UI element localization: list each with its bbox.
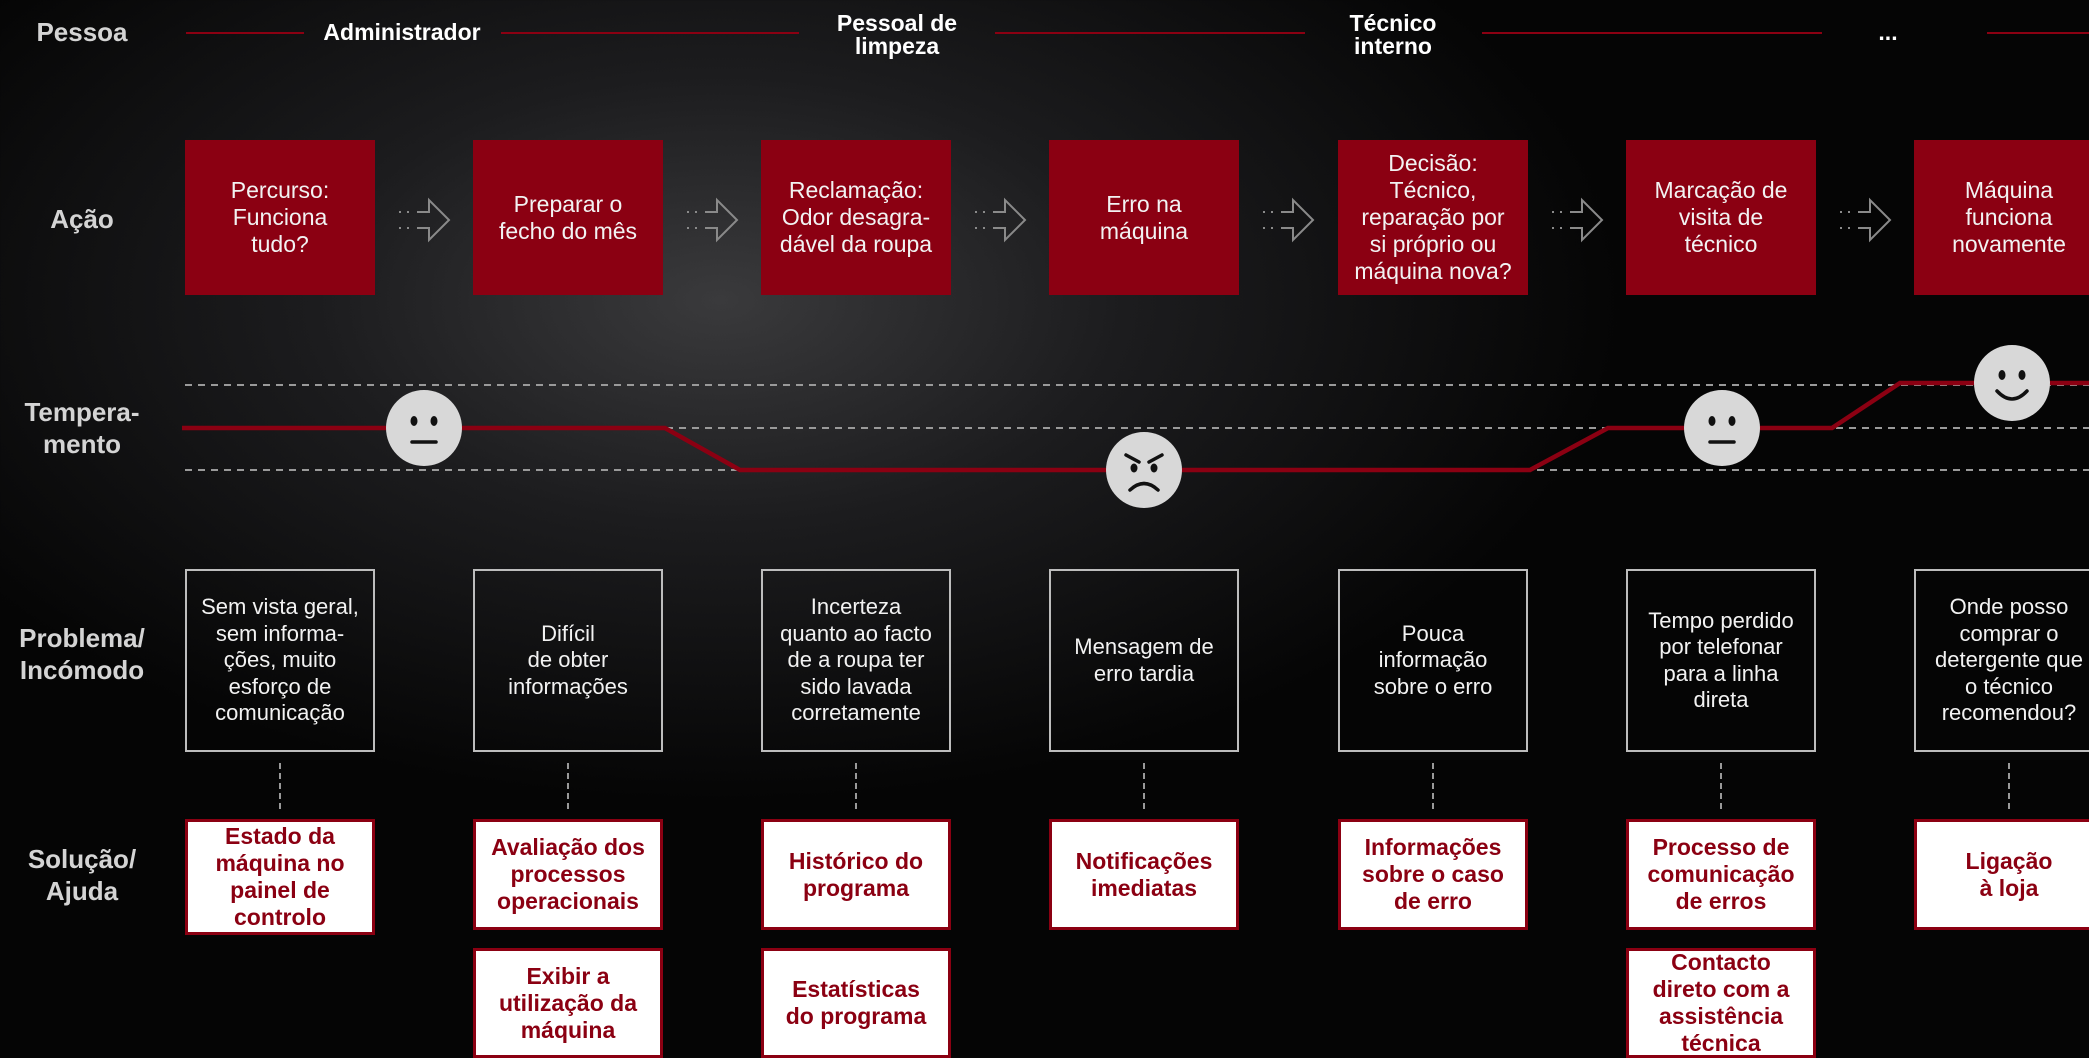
arrow-right-icon	[399, 197, 451, 243]
row-label-acao: Ação	[50, 204, 114, 234]
mood-chart	[182, 345, 2089, 508]
persona-pessoal-limpeza: Pessoal de limpeza	[836, 10, 958, 59]
connector-dashed	[1143, 763, 1145, 809]
action-text: Percurso: Funciona tudo?	[230, 177, 330, 257]
action-text: Máquina funciona novamente	[1952, 177, 2066, 257]
arrow-right-icon	[1552, 197, 1604, 243]
solution-box: Processo de comunicação de erros	[1626, 819, 1816, 930]
row-label-pessoa: Pessoa	[36, 17, 128, 47]
persona-line-segment	[995, 32, 1305, 34]
action-text: Reclamação: Odor desagra- dável da roupa	[779, 177, 933, 257]
persona-line-segment	[1482, 32, 1822, 34]
arrow-right-icon	[687, 197, 739, 243]
mood-line	[182, 380, 2089, 473]
solution-box: Notificações imediatas	[1049, 819, 1239, 930]
connector-dashed	[1720, 763, 1722, 809]
connector-dashed	[855, 763, 857, 809]
solution-text: Avaliação dos processos operacionais	[491, 834, 645, 914]
solution-box: Ligação à loja	[1914, 819, 2089, 930]
arrow-right-icon	[1263, 197, 1315, 243]
solution-text: Ligação à loja	[1965, 847, 2053, 901]
action-box: Reclamação: Odor desagra- dável da roupa	[761, 140, 951, 295]
arrow-right-icon	[975, 197, 1027, 243]
persona-administrador: Administrador	[323, 19, 481, 45]
problem-text: Pouca informação sobre o erro	[1373, 620, 1493, 699]
solution-box: Exibir a utilização da máquina	[473, 948, 663, 1058]
problem-box: Difícil de obter informações	[473, 569, 663, 752]
neutral-face-icon	[386, 390, 462, 466]
problem-box: Tempo perdido por telefonar para a linha…	[1626, 569, 1816, 752]
neutral-face-icon	[1684, 390, 1760, 466]
persona-tecnico-interno: Técnico interno	[1349, 10, 1437, 59]
persona-ellipsis: ...	[1878, 19, 1898, 45]
row-label-solucao: Solução/ Ajuda	[27, 844, 137, 906]
problem-box: Onde posso comprar o detergente que o té…	[1914, 569, 2089, 752]
connector-dashed	[279, 763, 281, 809]
persona-line-segment	[501, 32, 799, 34]
solution-box: Informações sobre o caso de erro	[1338, 819, 1528, 930]
row-label-temperamento: Tempera- mento	[24, 397, 140, 459]
action-box: Máquina funciona novamente	[1914, 140, 2089, 295]
problem-box: Mensagem de erro tardia	[1049, 569, 1239, 752]
solution-text: Informações sobre o caso de erro	[1362, 834, 1504, 914]
action-box: Preparar o fecho do mês	[473, 140, 663, 295]
problem-text: Difícil de obter informações	[508, 620, 628, 699]
solution-text: Contacto direto com a assistência técnic…	[1652, 949, 1790, 1056]
row-label-problema: Problema/ Incómodo	[19, 623, 145, 685]
angry-face-icon	[1106, 432, 1182, 508]
action-box: Percurso: Funciona tudo?	[185, 140, 375, 295]
solution-text: Histórico do programa	[788, 847, 924, 901]
problem-text: Mensagem de erro tardia	[1074, 634, 1214, 686]
problem-text: Onde posso comprar o detergente que o té…	[1934, 594, 2084, 726]
arrow-right-icon	[1840, 197, 1892, 243]
solution-box: Contacto direto com a assistência técnic…	[1626, 948, 1816, 1058]
persona-line-segment	[1987, 32, 2089, 34]
action-box: Marcação de visita de técnico	[1626, 140, 1816, 295]
solution-text: Estado da máquina no painel de controlo	[215, 823, 345, 930]
action-box: Erro na máquina	[1049, 140, 1239, 295]
persona-line-segment	[186, 32, 304, 34]
connector-dashed	[1432, 763, 1434, 809]
connector-dashed	[2008, 763, 2010, 809]
problem-box: Incerteza quanto ao facto de a roupa ter…	[761, 569, 951, 752]
solution-box: Estatísticas do programa	[761, 948, 951, 1058]
solution-box: Histórico do programa	[761, 819, 951, 930]
problem-text: Tempo perdido por telefonar para a linha…	[1648, 607, 1794, 713]
problem-text: Incerteza quanto ao facto de a roupa ter…	[780, 594, 932, 726]
action-box: Decisão: Técnico, reparação por si própr…	[1338, 140, 1528, 295]
problem-box: Sem vista geral, sem informa- ções, muit…	[185, 569, 375, 752]
solution-text: Processo de comunicação de erros	[1647, 834, 1795, 914]
problem-box: Pouca informação sobre o erro	[1338, 569, 1528, 752]
action-text: Decisão: Técnico, reparação por si própr…	[1354, 150, 1512, 284]
solution-box: Avaliação dos processos operacionais	[473, 819, 663, 930]
connector-dashed	[567, 763, 569, 809]
action-text: Erro na máquina	[1099, 190, 1189, 244]
solution-text: Exibir a utilização da máquina	[498, 962, 638, 1043]
problem-text: Sem vista geral, sem informa- ções, muit…	[201, 594, 359, 726]
solution-box: Estado da máquina no painel de controlo	[185, 819, 375, 935]
solution-text: Estatísticas do programa	[785, 976, 927, 1029]
solution-text: Notificações imediatas	[1075, 847, 1213, 901]
happy-face-icon	[1974, 345, 2050, 421]
action-text: Preparar o fecho do mês	[498, 190, 638, 244]
action-text: Marcação de visita de técnico	[1654, 177, 1788, 257]
